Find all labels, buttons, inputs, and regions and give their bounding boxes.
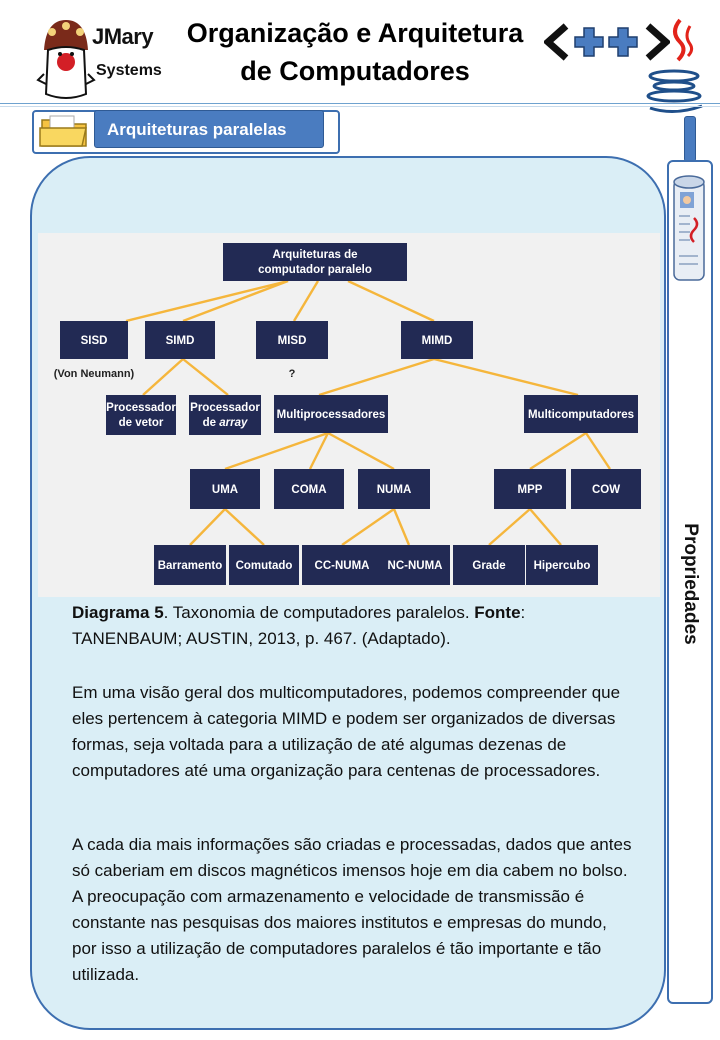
- folder-icon: [39, 115, 87, 147]
- diagram-edges: [125, 279, 611, 546]
- sidebar-connector: [684, 116, 696, 162]
- paragraph-multicomputadores: Em uma visão geral dos multicomputadores…: [72, 683, 621, 780]
- page-title: Organização e Arquitetura de Computadore…: [160, 14, 550, 90]
- java-logo: [646, 18, 703, 113]
- header-divider: [0, 103, 720, 104]
- node-simd-label: SIMD: [166, 335, 195, 347]
- diagram-caption: Diagrama 5. Taxonomia de computadores pa…: [72, 600, 632, 652]
- node-barramento: Barramento: [154, 545, 226, 585]
- node-comutado: Comutado: [229, 545, 299, 585]
- node-comutado-label: Comutado: [236, 560, 293, 572]
- sidebar-propriedades[interactable]: [667, 160, 713, 1004]
- brand-subtitle: Systems: [96, 62, 162, 79]
- node-pvetor-line1: Processador: [106, 402, 176, 414]
- node-misd: MISD: [256, 321, 328, 359]
- node-multiprocessadores: Multiprocessadores: [274, 395, 388, 433]
- node-uma: UMA: [190, 469, 260, 509]
- node-root-line2: computador paralelo: [258, 264, 372, 276]
- caption-text: . Taxonomia de computadores paralelos.: [163, 603, 475, 622]
- node-parray-de: de: [203, 417, 220, 429]
- page-title-line2: de Computadores: [240, 56, 470, 86]
- node-parray-line2: de array: [203, 417, 248, 429]
- caption-source-label: Fonte: [474, 603, 521, 622]
- node-multicomp-label: Multicomputadores: [528, 409, 634, 421]
- von-neumann-label: (Von Neumann): [54, 368, 135, 380]
- node-cow-label: COW: [592, 484, 620, 496]
- page-title-line1: Organização e Arquitetura: [186, 18, 524, 48]
- node-sisd: SISD: [60, 321, 128, 359]
- header-divider-light: [0, 106, 720, 107]
- node-processador-array: Processador de array: [189, 395, 261, 435]
- sidebar-label: Propriedades: [680, 523, 701, 645]
- node-sisd-label: SISD: [81, 335, 108, 347]
- node-mpp: MPP: [494, 469, 566, 509]
- node-mimd: MIMD: [401, 321, 473, 359]
- section-tab-arquiteturas-paralelas[interactable]: Arquiteturas paralelas: [94, 110, 324, 148]
- node-coma-label: COMA: [291, 484, 326, 496]
- node-grade: Grade: [453, 545, 525, 585]
- node-coma: COMA: [274, 469, 344, 509]
- jmary-mascot-logo: [36, 20, 96, 99]
- node-numa-label: NUMA: [377, 484, 412, 496]
- node-mimd-label: MIMD: [422, 335, 453, 347]
- node-cow: COW: [571, 469, 641, 509]
- node-ccnuma-label: CC-NUMA: [315, 560, 370, 572]
- node-numa: NUMA: [358, 469, 430, 509]
- node-barramento-label: Barramento: [158, 560, 223, 572]
- misd-question-label: ?: [289, 368, 296, 380]
- node-multiproc-label: Multiprocessadores: [277, 409, 386, 421]
- node-root: Arquiteturas de computador paralelo: [223, 243, 407, 281]
- node-parray-line1: Processador: [190, 402, 260, 414]
- node-grade-label: Grade: [472, 560, 505, 572]
- node-misd-label: MISD: [278, 335, 307, 347]
- node-nc-numa: NC-NUMA: [380, 545, 450, 585]
- node-ncnuma-label: NC-NUMA: [388, 560, 443, 572]
- node-multicomputadores: Multicomputadores: [524, 395, 638, 433]
- brand-name: JMary: [92, 24, 154, 49]
- node-hipercubo-label: Hipercubo: [534, 560, 591, 572]
- node-hipercubo: Hipercubo: [526, 545, 598, 585]
- node-parray-array: array: [219, 417, 248, 429]
- taxonomy-diagram-svg: Arquiteturas de computador paralelo SISD…: [54, 243, 641, 585]
- paragraph-informacoes: A cada dia mais informações são criadas …: [72, 835, 632, 984]
- node-processador-vetor: Processador de vetor: [106, 395, 176, 435]
- taxonomy-diagram: Arquiteturas de computador paralelo SISD…: [38, 233, 660, 597]
- node-cc-numa: CC-NUMA: [302, 545, 382, 585]
- node-root-line1: Arquiteturas de: [273, 249, 358, 261]
- node-mpp-label: MPP: [518, 484, 543, 496]
- node-uma-label: UMA: [212, 484, 238, 496]
- caption-source-text: : TANENBAUM; AUSTIN, 2013, p. 467. (Adap…: [72, 603, 526, 648]
- node-simd: SIMD: [145, 321, 215, 359]
- node-pvetor-line2: de vetor: [119, 417, 164, 429]
- cpp-logo: [544, 23, 670, 61]
- caption-label: Diagrama 5: [72, 603, 164, 622]
- newspaper-icon: [673, 175, 705, 281]
